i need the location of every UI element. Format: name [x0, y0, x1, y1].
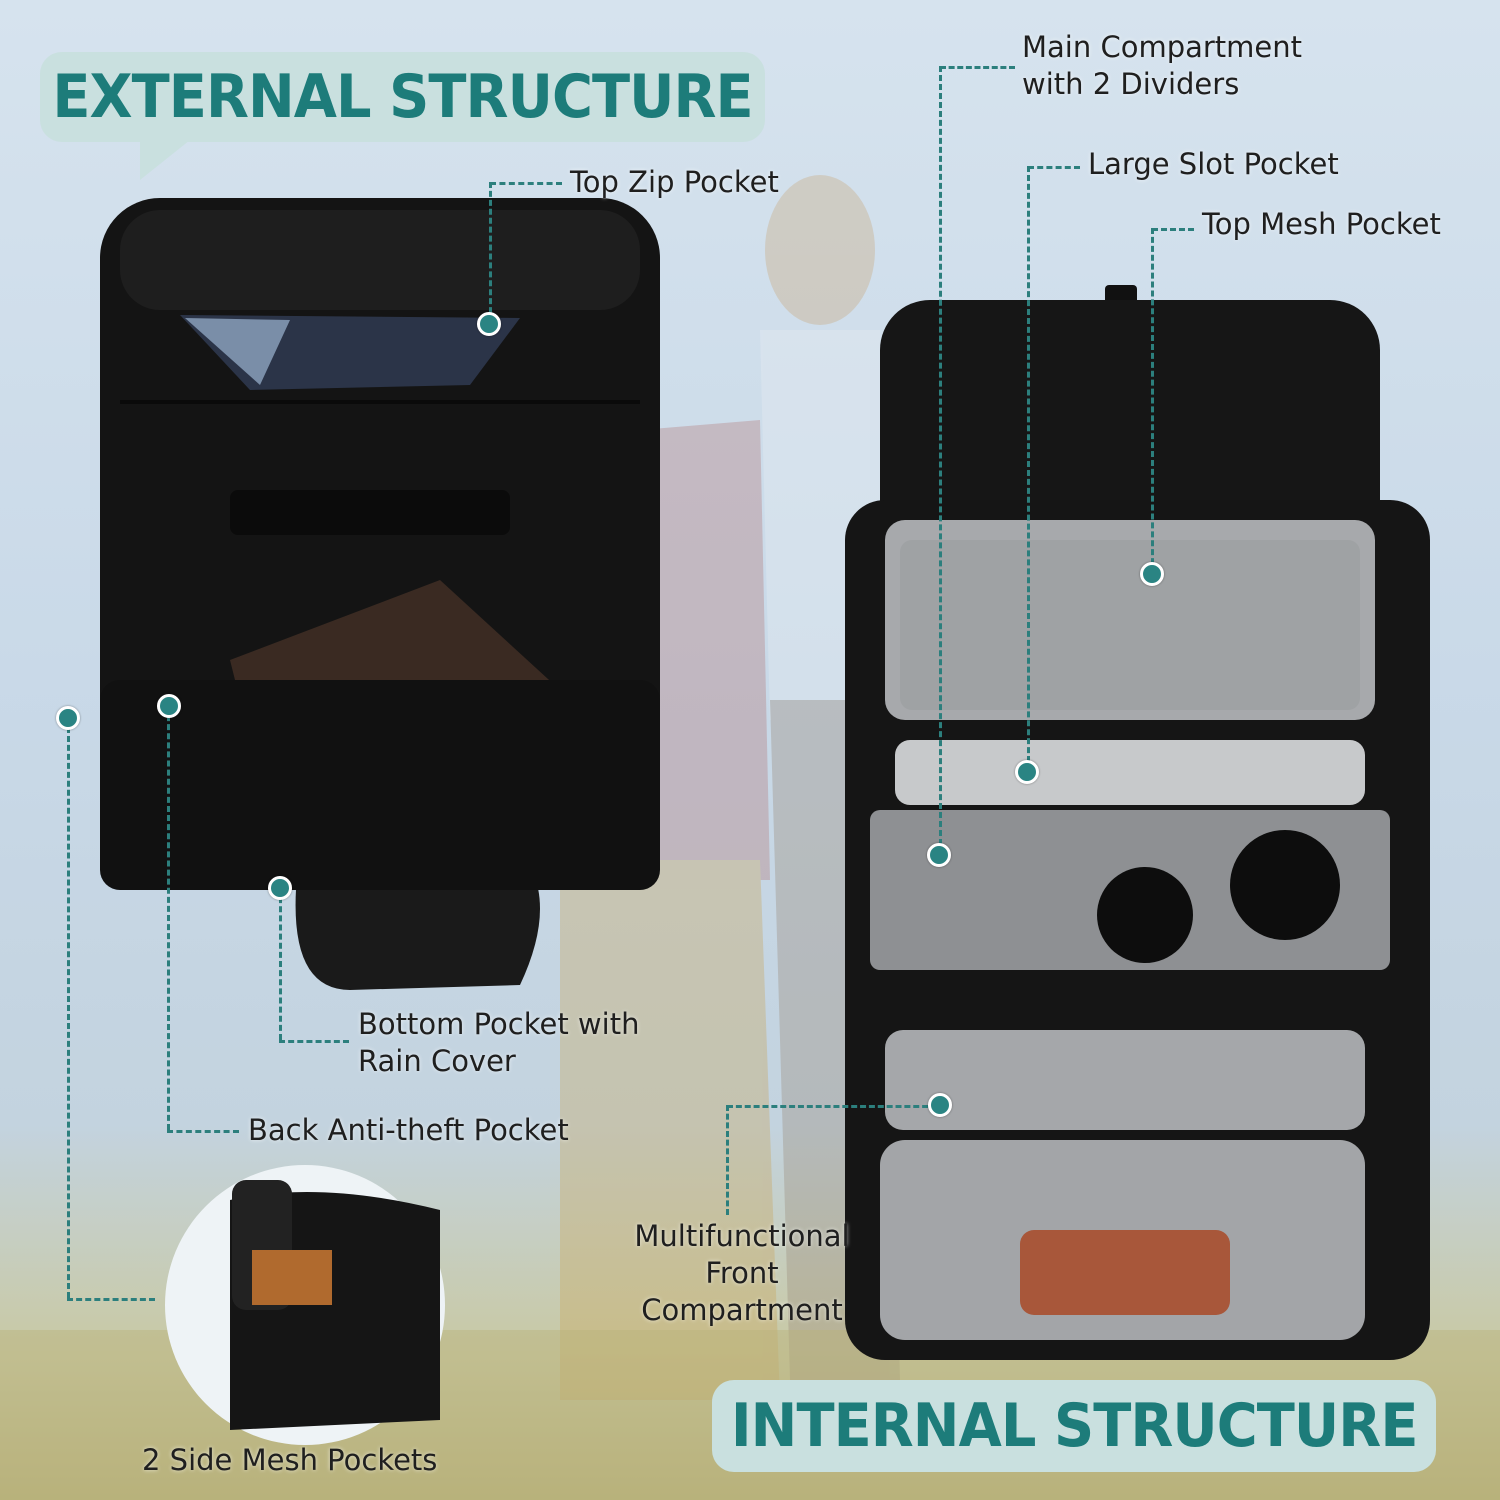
back-pocket-leader-v: [167, 706, 170, 1130]
bottom-pocket-line2: Rain Cover: [358, 1044, 516, 1078]
main-compartment-label: Main Compartment with 2 Dividers: [1022, 29, 1302, 103]
top-mesh-leader-v: [1151, 228, 1154, 573]
back-pocket-dot: [157, 694, 181, 718]
top-zip-leader: [490, 182, 562, 185]
large-slot-label: Large Slot Pocket: [1088, 147, 1339, 181]
front-compartment-label: Multifunctional Front Compartment: [622, 1218, 862, 1329]
back-pocket-leader: [167, 1130, 239, 1133]
external-structure-heading: EXTERNAL STRUCTURE: [40, 52, 765, 142]
bottom-pocket-label: Bottom Pocket with Rain Cover: [358, 1006, 639, 1080]
large-slot-dot: [1015, 760, 1039, 784]
front-line3: Compartment: [641, 1293, 843, 1327]
front-compartment-leader-v: [726, 1105, 729, 1215]
bottom-pocket-dot: [268, 876, 292, 900]
main-compartment-leader-v: [939, 66, 942, 854]
front-compartment-leader: [727, 1105, 937, 1108]
front-line1: Multifunctional: [634, 1219, 850, 1253]
large-slot-leader-v: [1027, 166, 1030, 771]
main-compartment-line2: with 2 Dividers: [1022, 67, 1240, 101]
bubble-tail: [140, 140, 190, 180]
main-compartment-dot: [927, 843, 951, 867]
top-zip-leader-v: [489, 182, 492, 322]
bottom-pocket-leader: [279, 1040, 349, 1043]
main-compartment-line1: Main Compartment: [1022, 30, 1303, 64]
front-line2: Front: [705, 1256, 779, 1290]
top-zip-label: Top Zip Pocket: [570, 165, 779, 199]
top-mesh-dot: [1140, 562, 1164, 586]
top-mesh-leader: [1152, 228, 1194, 231]
main-compartment-leader: [940, 66, 1015, 69]
side-mesh-inset-image: [165, 1165, 445, 1445]
side-mesh-dot: [56, 706, 80, 730]
top-mesh-label: Top Mesh Pocket: [1202, 207, 1441, 241]
external-backpack-image: [100, 198, 660, 990]
internal-backpack-image: [845, 285, 1430, 1360]
internal-structure-text: INTERNAL STRUCTURE: [730, 1391, 1419, 1461]
front-compartment-dot: [928, 1093, 952, 1117]
external-structure-text: EXTERNAL STRUCTURE: [52, 62, 753, 132]
bottom-pocket-line1: Bottom Pocket with: [358, 1007, 640, 1041]
bottom-pocket-leader-v: [279, 888, 282, 1040]
top-zip-dot: [477, 312, 501, 336]
side-mesh-label: 2 Side Mesh Pockets: [142, 1443, 438, 1477]
side-mesh-leader: [67, 1298, 155, 1301]
large-slot-leader: [1028, 166, 1080, 169]
internal-structure-heading: INTERNAL STRUCTURE: [712, 1380, 1436, 1472]
side-mesh-leader-v: [67, 718, 70, 1298]
back-anti-theft-label: Back Anti-theft Pocket: [248, 1113, 569, 1147]
